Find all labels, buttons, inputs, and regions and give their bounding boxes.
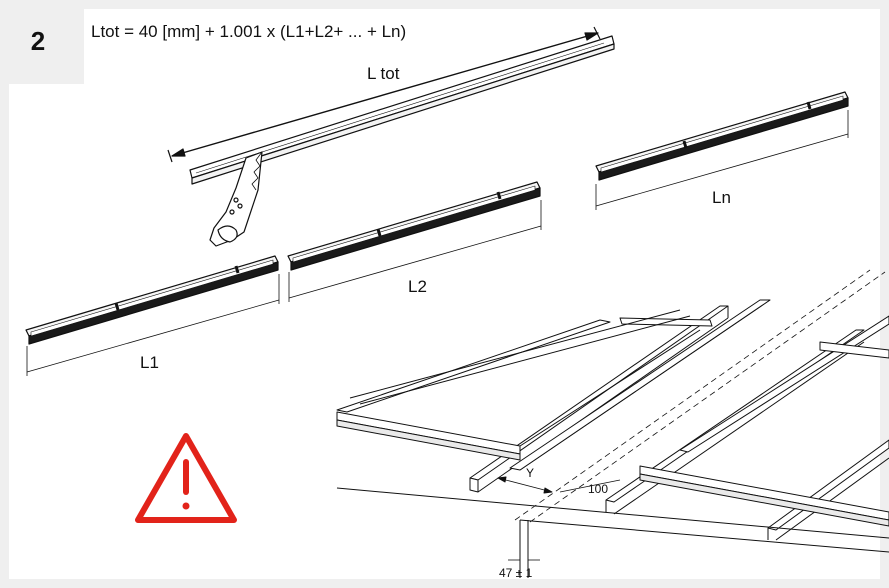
warning-icon: [135, 433, 237, 523]
tolerance-label: 47 ± 1: [499, 566, 533, 580]
l-tot-label: L tot: [367, 64, 400, 83]
long-rail: [189, 35, 615, 185]
ln-label: Ln: [712, 188, 731, 207]
l1-label: L1: [140, 353, 159, 372]
rail-l1: [25, 255, 280, 376]
y-label: Y: [526, 466, 535, 480]
l2-label: L2: [408, 277, 427, 296]
step-box: 2: [0, 0, 84, 84]
saw-icon: [209, 151, 263, 247]
ceiling-grid: [336, 269, 889, 578]
l-tot-dimension: [167, 26, 601, 163]
rail-l2: [287, 181, 542, 302]
length-formula: Ltot = 40 [mm] + 1.001 x (L1+L2+ ... + L…: [91, 22, 407, 41]
top-border: [84, 0, 889, 9]
offset-label: 100: [588, 482, 609, 496]
step-number: 2: [30, 26, 46, 56]
rail-ln: [595, 91, 849, 210]
